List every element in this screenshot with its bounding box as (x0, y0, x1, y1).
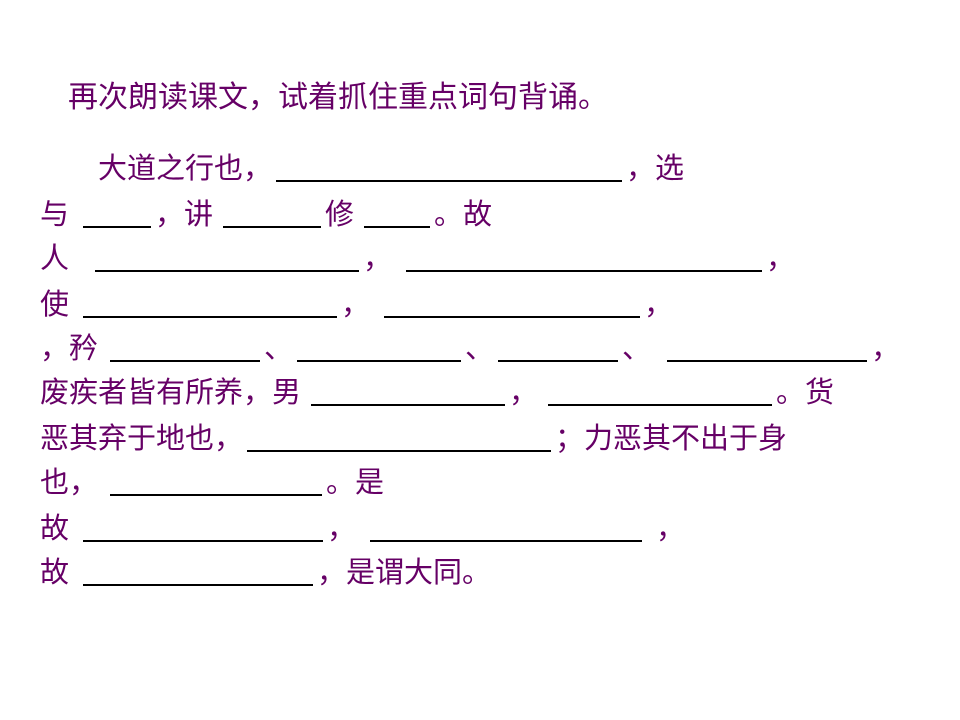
recitation-line-4: 使 ， ， (40, 284, 673, 324)
fill-blank[interactable] (548, 374, 773, 406)
line-text: ， (656, 511, 686, 545)
fill-blank[interactable] (384, 286, 641, 318)
line-text: 故 (40, 555, 70, 589)
line-text: 、 (465, 331, 495, 365)
fill-blank[interactable] (498, 330, 619, 362)
fill-blank[interactable] (83, 286, 338, 318)
line-text: 与 (40, 197, 70, 231)
fill-blank[interactable] (110, 330, 261, 362)
recitation-line-6: 废疾者皆有所养，男 ， 。货 (40, 372, 834, 412)
recitation-line-3: 人 ， ， (40, 238, 795, 278)
fill-blank[interactable] (247, 420, 552, 452)
line-text: 废疾者皆有所养，男 (40, 375, 302, 409)
recitation-line-5: ，矜 、 、 、 ， (40, 328, 900, 368)
recitation-line-9: 故 ， ， (40, 508, 685, 548)
line-text: 故 (40, 511, 70, 545)
line-text: 修 (325, 197, 355, 231)
fill-blank[interactable] (667, 330, 868, 362)
line-text: ，矜 (40, 331, 99, 365)
line-text: 使 (40, 287, 70, 321)
line-text: ， (871, 331, 901, 365)
fill-blank[interactable] (83, 554, 314, 586)
recitation-line-2: 与 ，讲 修 。故 (40, 194, 492, 234)
line-text: ， (327, 511, 357, 545)
recitation-line-7: 恶其弃于地也， ；力恶其不出于身 (40, 418, 787, 458)
line-text: ， (341, 287, 371, 321)
fill-blank[interactable] (406, 240, 763, 272)
fill-blank[interactable] (223, 196, 322, 228)
line-text: ， (363, 241, 393, 275)
line-text: 大道之行也， (98, 151, 273, 185)
fill-blank[interactable] (95, 240, 360, 272)
line-text: ；力恶其不出于身 (555, 421, 788, 455)
recitation-line-8: 也， 。是 (40, 462, 384, 502)
fill-blank[interactable] (297, 330, 462, 362)
line-text: 、 (622, 331, 652, 365)
recitation-line-1: 大道之行也， ，选 (98, 148, 684, 188)
line-text: 恶其弃于地也， (40, 421, 244, 455)
fill-blank[interactable] (83, 196, 152, 228)
line-text: 。货 (776, 375, 835, 409)
line-text: ，讲 (155, 197, 214, 231)
line-text: 、 (264, 331, 294, 365)
line-text: ， (509, 375, 539, 409)
recitation-line-10: 故 ，是谓大同。 (40, 552, 491, 592)
line-text: 人 (40, 241, 70, 275)
line-text: ，选 (626, 151, 685, 185)
fill-blank[interactable] (311, 374, 506, 406)
slide-title: 再次朗读课文，试着抓住重点词句背诵。 (68, 78, 608, 118)
fill-blank[interactable] (364, 196, 431, 228)
title-text: 再次朗读课文，试着抓住重点词句背诵。 (68, 80, 608, 115)
line-text: 也， (40, 465, 99, 499)
line-text: ， (766, 241, 796, 275)
fill-blank[interactable] (370, 510, 643, 542)
line-text: 。是 (326, 465, 385, 499)
fill-blank[interactable] (110, 464, 323, 496)
fill-blank[interactable] (276, 150, 623, 182)
line-text: ， (644, 287, 674, 321)
line-text: 。故 (434, 197, 493, 231)
fill-blank[interactable] (83, 510, 324, 542)
line-text: ，是谓大同。 (317, 555, 492, 589)
